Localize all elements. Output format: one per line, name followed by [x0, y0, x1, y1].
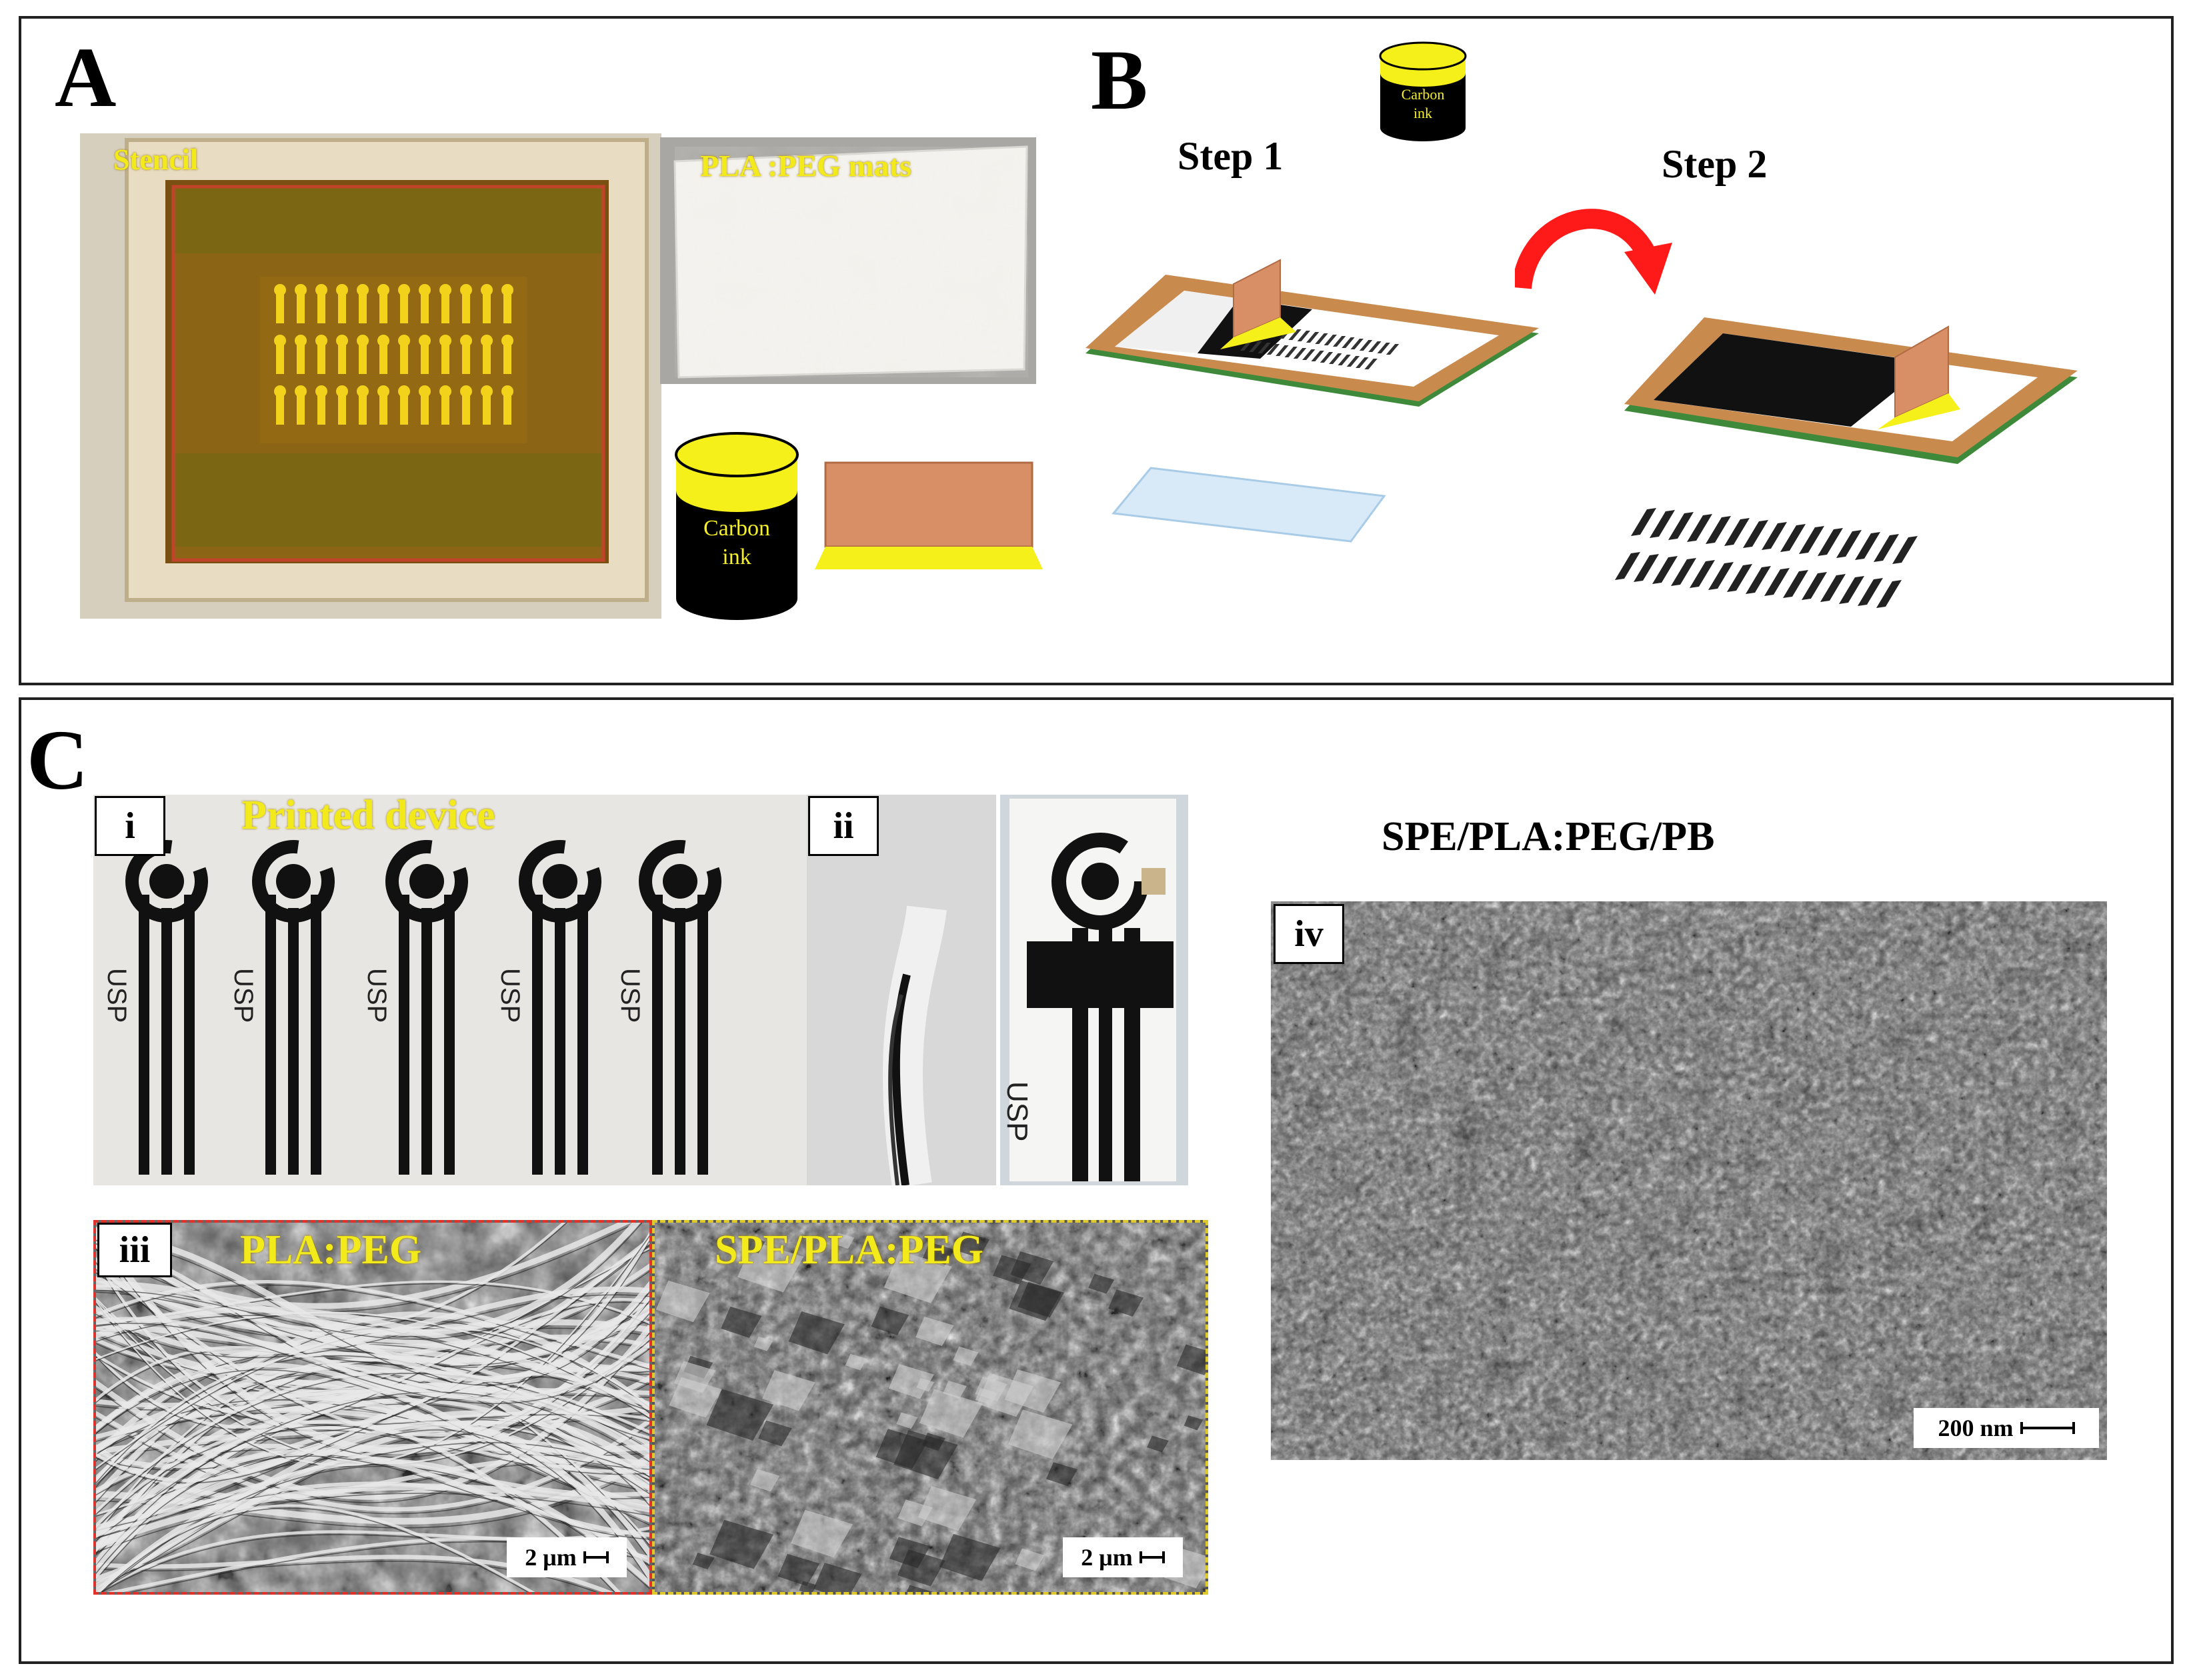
panel-b-label: B [1091, 33, 1148, 127]
scale-bar-200nm: 200 nm [1914, 1408, 2099, 1448]
sub-label-iii: iii [97, 1223, 172, 1277]
ink-label-a: Carbon ink [703, 516, 771, 569]
scale-bar-2um-left: 2 μm [507, 1537, 627, 1577]
pla-peg-label: PLA:PEG [240, 1227, 422, 1273]
panel-ab-frame [19, 16, 2174, 685]
sub-label-iv: iv [1274, 904, 1344, 964]
squeegee-step1 [1220, 259, 1296, 349]
sem-spe-pla-peg: SPE/PLA:PEG 2 μm [652, 1220, 1208, 1595]
printed-electrodes [1615, 508, 1918, 608]
scale-bar-2um-right: 2 μm [1063, 1537, 1183, 1577]
electrode-text-i: USP [229, 968, 258, 1023]
curved-arrow-icon [1515, 209, 1672, 295]
spe-pla-peg-pb-title: SPE/PLA:PEG/PB [1382, 814, 1715, 859]
squeegee-a [815, 461, 1043, 569]
bent-device-photo [807, 795, 996, 1185]
mats-label: PLA :PEG mats [700, 149, 911, 183]
flat-device-photo: USP [1000, 795, 1188, 1185]
electrode-text-i: USP [495, 968, 525, 1023]
electrode-text-i: USP [102, 968, 131, 1023]
carbon-ink-jar-b [1379, 41, 1467, 141]
squeegee-step2 [1878, 325, 1960, 429]
sub-label-i: i [95, 796, 165, 856]
spe-pla-peg-label: SPE/PLA:PEG [715, 1227, 984, 1273]
substrate-sheet [1112, 467, 1386, 543]
step-2-label: Step 2 [1662, 142, 1768, 186]
printed-device-photo: USP USP USP USP USP Printed device [93, 795, 811, 1185]
electrode-text-i: USP [615, 968, 645, 1023]
step-1-label: Step 1 [1178, 134, 1284, 178]
step1-screen [1085, 275, 1539, 407]
ink-label-b: Carbon ink [1401, 86, 1445, 121]
stencil-photo: Stencil [80, 133, 661, 619]
stencil-label: Stencil [113, 143, 199, 176]
step2-screen [1624, 317, 2078, 464]
electrode-text-i: USP [362, 968, 391, 1023]
panel-a-label: A [55, 30, 117, 125]
sem-pla-peg: PLA:PEG 2 μm [93, 1220, 652, 1595]
electrode-text-ii: USP [1001, 1081, 1033, 1142]
carbon-ink-jar-a [675, 432, 799, 620]
pla-peg-mats-photo: PLA :PEG mats [660, 137, 1036, 384]
panel-c-label: C [27, 713, 89, 807]
sub-label-ii: ii [808, 796, 879, 856]
sem-spe-pla-peg-pb: 200 nm [1271, 901, 2107, 1460]
printed-device-label: Printed device [241, 795, 495, 838]
